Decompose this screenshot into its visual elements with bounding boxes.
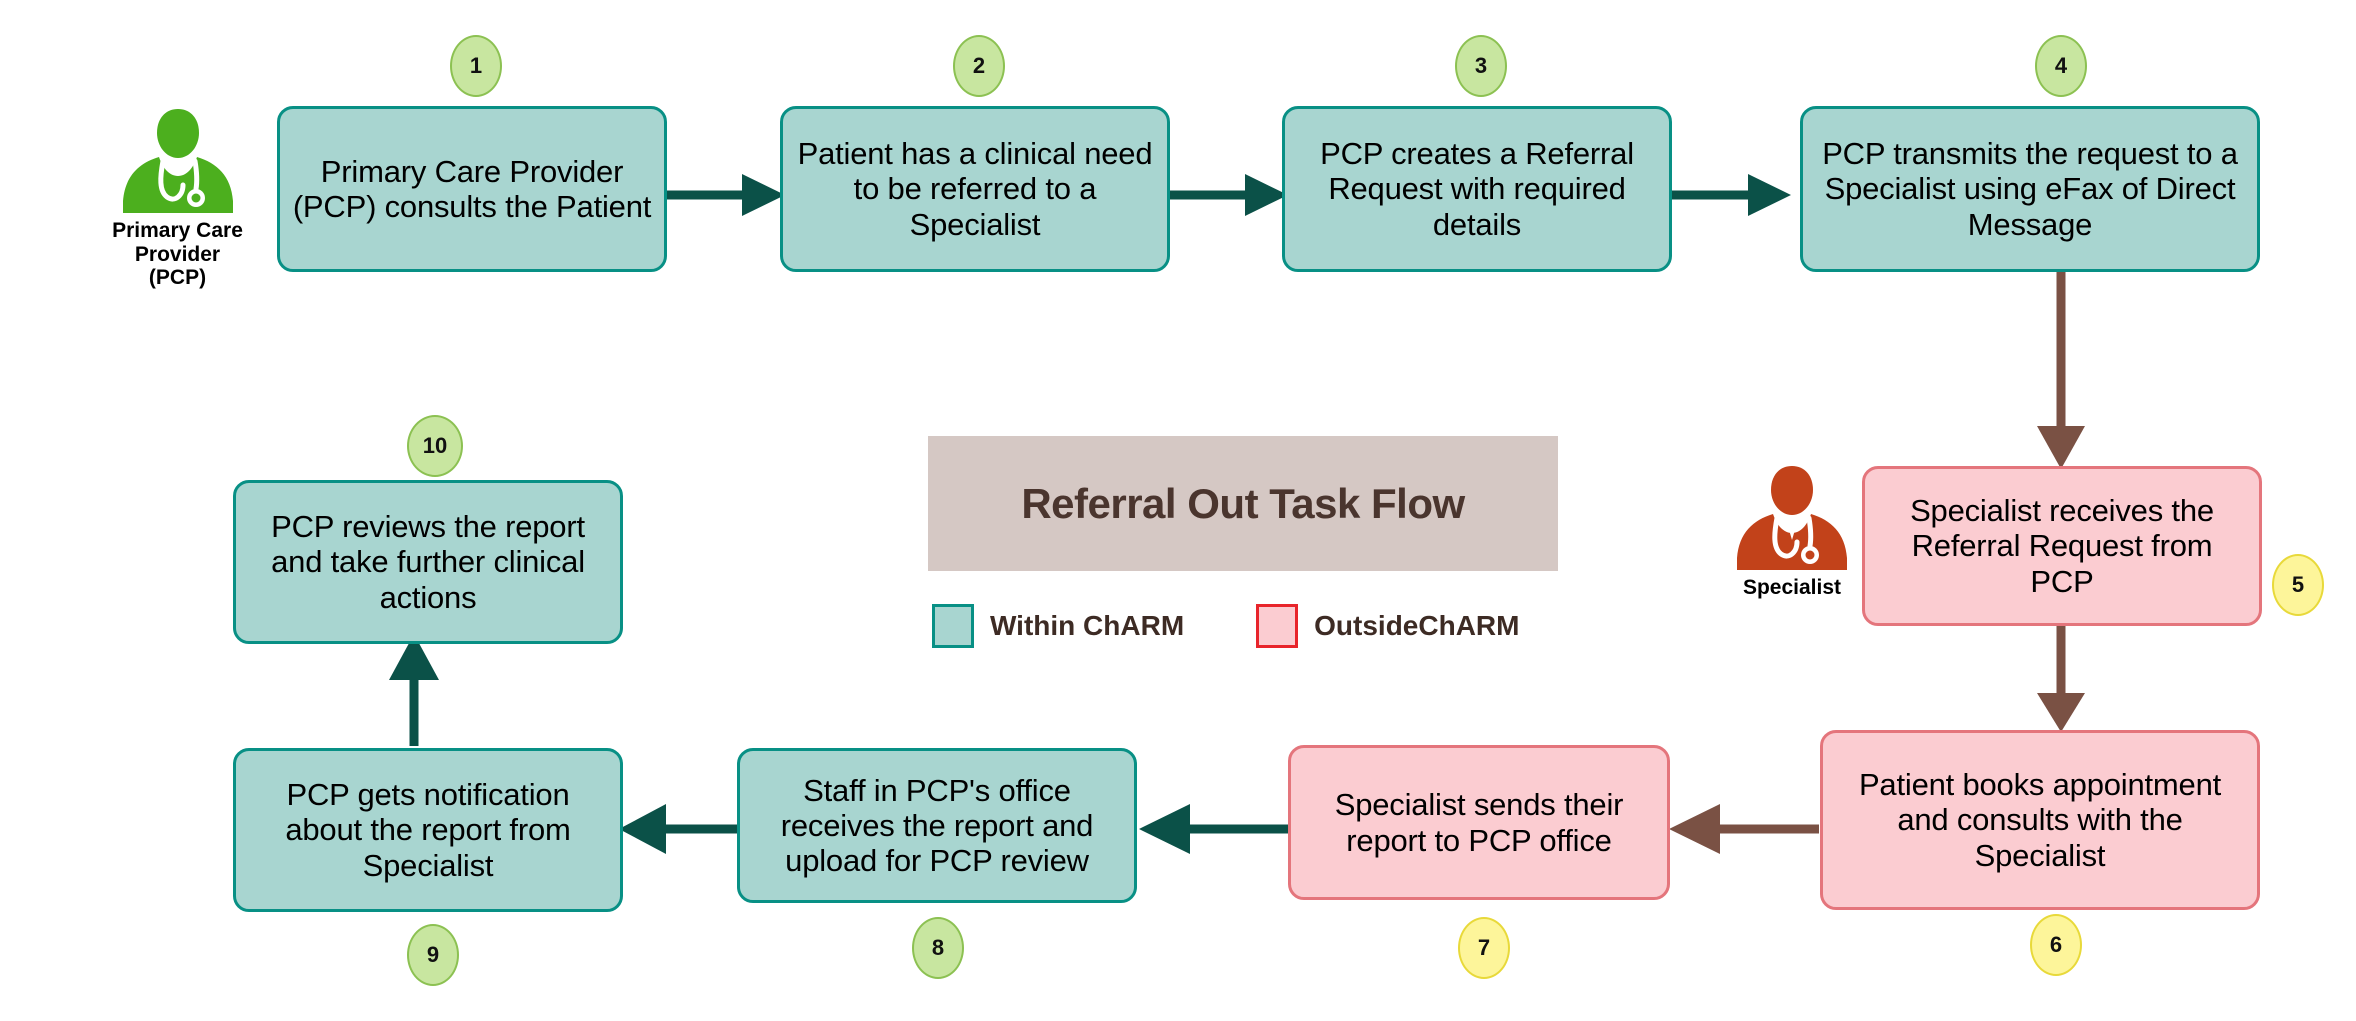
legend-label: Within ChARM xyxy=(990,610,1185,641)
step-badge-8: 8 xyxy=(912,917,964,979)
legend-swatch-teal xyxy=(932,604,974,648)
process-node-label: Patient books appointment and consults w… xyxy=(1858,767,2222,873)
diagram-title-plate: Referral Out Task Flow xyxy=(928,436,1558,571)
process-node-3[interactable]: PCP creates a Referral Request with requ… xyxy=(1282,106,1672,272)
arrowhead-icon xyxy=(389,634,439,680)
legend: Within ChARM OutsideChARM xyxy=(932,604,1519,648)
process-node-10[interactable]: PCP reviews the report and take further … xyxy=(233,480,623,644)
step-number: 9 xyxy=(426,942,440,967)
step-number: 4 xyxy=(2054,53,2068,78)
arrowhead-icon xyxy=(1139,804,1190,854)
step-badge-2: 2 xyxy=(953,35,1005,97)
process-node-label: Specialist sends their report to PCP off… xyxy=(1334,787,1624,858)
connector-3-to-4 xyxy=(1670,170,1792,220)
connector-1-to-2 xyxy=(664,170,786,220)
process-node-label: PCP transmits the request to a Specialis… xyxy=(1822,136,2238,242)
process-node-label: PCP gets notification about the report f… xyxy=(285,777,571,883)
process-node-1[interactable]: Primary Care Provider (PCP) consults the… xyxy=(277,106,667,272)
legend-item-outside-charm: OutsideChARM xyxy=(1256,604,1519,648)
process-node-5[interactable]: Specialist receives the Referral Request… xyxy=(1862,466,2262,626)
connector-4-to-5 xyxy=(2030,270,2092,470)
step-badge-7: 7 xyxy=(1458,917,1510,979)
process-node-2[interactable]: Patient has a clinical need to be referr… xyxy=(780,106,1170,272)
process-node-label: PCP creates a Referral Request with requ… xyxy=(1320,136,1634,242)
process-node-label: Patient has a clinical need to be referr… xyxy=(797,136,1153,242)
arrowhead-icon xyxy=(1748,174,1791,216)
process-node-label: Primary Care Provider (PCP) consults the… xyxy=(292,153,652,224)
legend-item-within-charm: Within ChARM xyxy=(932,604,1184,648)
arrowhead-icon xyxy=(619,804,666,854)
legend-label: OutsideChARM xyxy=(1314,610,1520,641)
step-badge-6: 6 xyxy=(2030,914,2082,976)
page-title: Referral Out Task Flow xyxy=(1021,479,1465,527)
step-badge-1: 1 xyxy=(450,35,502,97)
step-number: 3 xyxy=(1474,53,1488,78)
connector-8-to-9 xyxy=(618,800,740,858)
step-number: 1 xyxy=(469,53,483,78)
connector-5-to-6 xyxy=(2030,625,2092,733)
arrowhead-icon xyxy=(1245,174,1288,216)
step-number: 10 xyxy=(422,433,448,458)
connector-6-to-7 xyxy=(1668,800,1820,858)
step-number: 7 xyxy=(1477,935,1491,960)
legend-swatch-pink xyxy=(1256,604,1299,648)
process-node-7[interactable]: Specialist sends their report to PCP off… xyxy=(1288,745,1670,900)
persona-primary-care-provider: Primary Care Provider (PCP) xyxy=(85,105,270,290)
connector-2-to-3 xyxy=(1167,170,1289,220)
doctor-icon xyxy=(1737,466,1847,570)
step-badge-9: 9 xyxy=(407,924,459,986)
process-node-9[interactable]: PCP gets notification about the report f… xyxy=(233,748,623,912)
arrowhead-icon xyxy=(742,174,785,216)
step-number: 2 xyxy=(972,53,986,78)
step-badge-3: 3 xyxy=(1455,35,1507,97)
process-node-label: Staff in PCP's office receives the repor… xyxy=(780,772,1094,878)
process-node-label: PCP reviews the report and take further … xyxy=(271,509,585,615)
arrowhead-icon xyxy=(1669,804,1720,854)
persona-specialist: Specialist xyxy=(1722,462,1862,600)
process-node-label: Specialist receives the Referral Request… xyxy=(1910,493,2214,599)
arrowhead-icon xyxy=(2037,426,2085,469)
connector-7-to-8 xyxy=(1138,800,1290,858)
persona-caption: Specialist xyxy=(1742,576,1842,599)
process-node-4[interactable]: PCP transmits the request to a Specialis… xyxy=(1800,106,2260,272)
step-number: 8 xyxy=(931,935,945,960)
step-badge-10: 10 xyxy=(407,415,463,477)
process-node-8[interactable]: Staff in PCP's office receives the repor… xyxy=(737,748,1137,903)
step-badge-4: 4 xyxy=(2035,35,2087,97)
step-number: 6 xyxy=(2049,932,2063,957)
persona-caption: Primary Care Provider (PCP) xyxy=(112,219,243,290)
step-badge-5: 5 xyxy=(2272,554,2324,616)
arrowhead-icon xyxy=(2037,693,2085,732)
step-number: 5 xyxy=(2291,572,2305,597)
doctor-icon xyxy=(122,109,233,213)
connector-9-to-10 xyxy=(383,632,445,746)
process-node-6[interactable]: Patient books appointment and consults w… xyxy=(1820,730,2260,910)
